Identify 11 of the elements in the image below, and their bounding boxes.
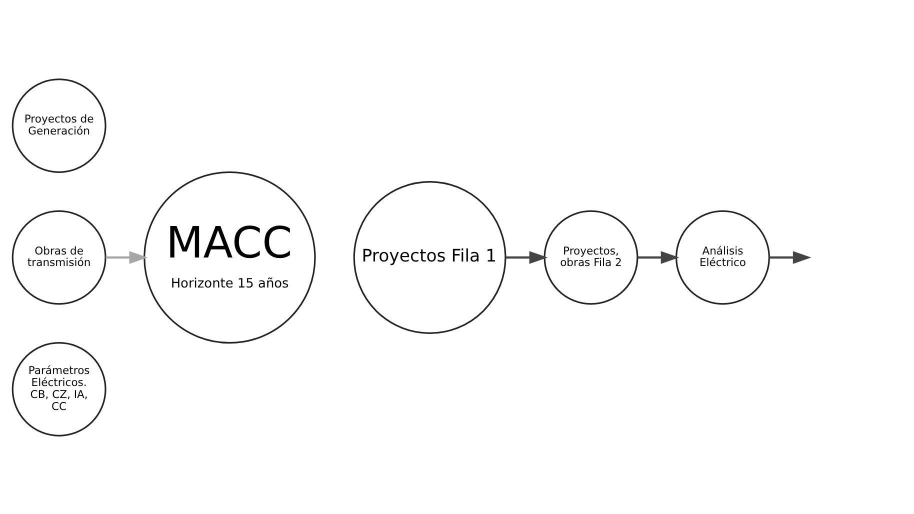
node-circle: Parámetros Eléctricos. CB, CZ, IA, CC	[12, 342, 106, 436]
node-circle: MACC Horizonte 15 años	[144, 170, 316, 344]
node-circle: Obras de transmisión	[12, 210, 106, 304]
arrow	[506, 250, 548, 264]
node-circle: Proyectos, obras Fila 2	[544, 210, 638, 304]
node-circle: Análisis Eléctrico	[676, 210, 770, 304]
node-circle: Proyectos de Generación	[12, 78, 106, 172]
node-circle: Proyectos Fila 1	[353, 180, 506, 334]
arrow	[106, 250, 148, 264]
arrow	[769, 250, 812, 264]
arrow	[638, 250, 680, 264]
